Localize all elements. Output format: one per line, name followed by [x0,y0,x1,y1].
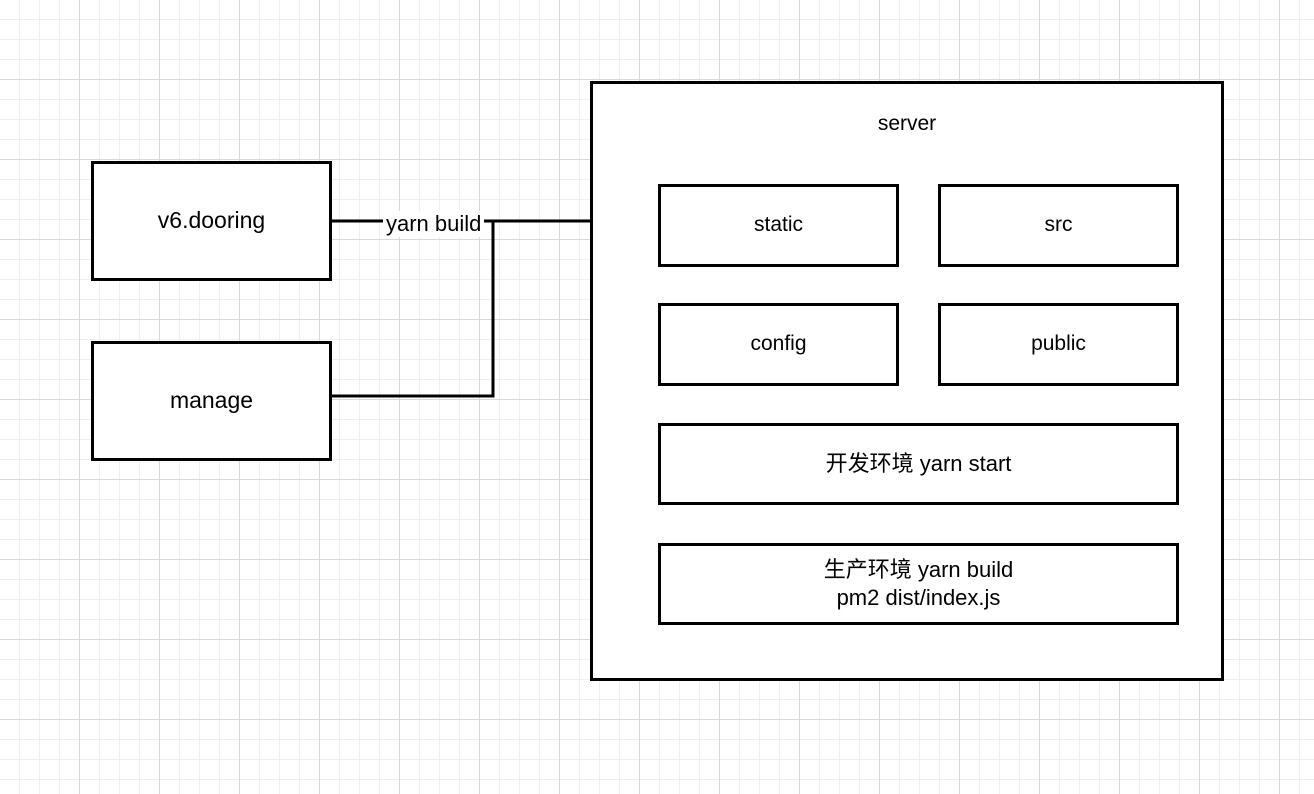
node-dev-environment-label: 开发环境 yarn start [825,450,1012,476]
server-group-title: server [877,112,937,135]
node-dev-environment[interactable]: 开发环境 yarn start [658,423,1179,505]
node-static[interactable]: static [658,184,899,267]
node-prod-environment-label-line2: pm2 dist/index.js [836,585,1001,610]
node-src[interactable]: src [938,184,1179,267]
node-prod-environment[interactable]: 生产环境 yarn build pm2 dist/index.js [658,543,1179,625]
edge-label-yarn-build: yarn build [383,211,485,237]
node-public[interactable]: public [938,303,1179,386]
group-server[interactable]: server static src config public 开发环境 yar… [590,81,1224,681]
node-prod-environment-label-line1: 生产环境 yarn build [823,556,1014,582]
node-config-label: config [750,332,807,356]
edge-v6dooring-to-riser [330,219,495,398]
node-v6-dooring[interactable]: v6.dooring [91,161,332,281]
node-v6-dooring-label: v6.dooring [157,207,266,234]
node-src-label: src [1044,213,1073,237]
node-public-label: public [1031,332,1086,356]
node-static-label: static [753,213,803,237]
node-config[interactable]: config [658,303,899,386]
node-manage[interactable]: manage [91,341,332,461]
node-manage-label: manage [169,387,254,414]
